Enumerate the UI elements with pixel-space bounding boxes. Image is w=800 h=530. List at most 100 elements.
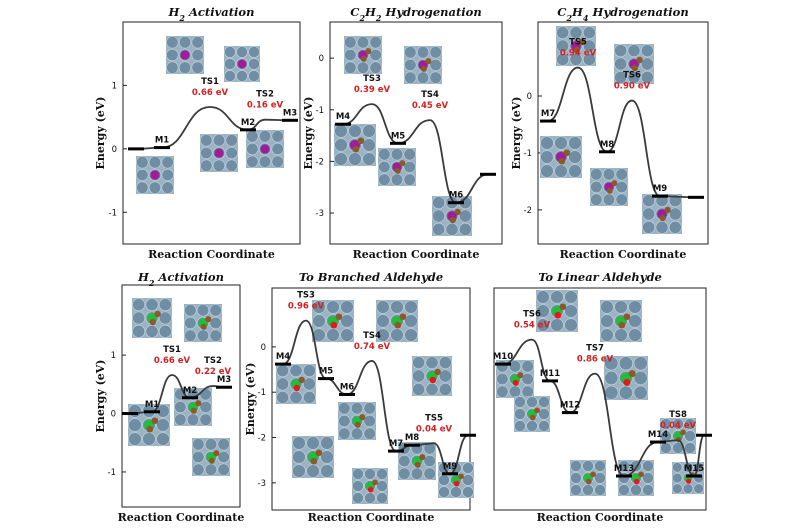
adsorbate-atom bbox=[419, 454, 426, 461]
slab-atom bbox=[642, 194, 656, 208]
slab-atom bbox=[450, 486, 462, 498]
plot-frame bbox=[122, 21, 301, 245]
ts-label: TS3 bbox=[363, 74, 381, 84]
y-tick-label: -3 bbox=[258, 479, 266, 489]
slab-atom bbox=[166, 48, 179, 62]
barrier-label: 0.22 eV bbox=[195, 367, 232, 377]
adsorbate-atom bbox=[554, 311, 562, 319]
slab-atom bbox=[655, 220, 669, 234]
slab-atom bbox=[429, 71, 442, 84]
barrier-label: 0.54 eV bbox=[514, 321, 551, 331]
y-axis-label: Energy (eV) bbox=[302, 96, 315, 169]
slab-atom bbox=[432, 196, 446, 210]
slab-atom bbox=[192, 463, 205, 476]
slab-atom bbox=[248, 46, 260, 58]
slab-atom bbox=[582, 39, 596, 53]
slab-atom bbox=[554, 136, 568, 150]
slab-atom bbox=[627, 70, 641, 84]
slab-atom bbox=[276, 364, 290, 378]
slab-atom bbox=[672, 462, 683, 473]
adsorbate-atom bbox=[611, 180, 618, 187]
slab-atom bbox=[614, 57, 628, 71]
slab-atom bbox=[600, 314, 614, 328]
slab-atom bbox=[538, 420, 550, 432]
structure-image bbox=[312, 300, 354, 342]
slab-atom bbox=[258, 155, 272, 168]
structure-image bbox=[166, 36, 204, 74]
structure-image bbox=[570, 460, 606, 496]
slab-atom bbox=[390, 148, 404, 161]
structure-image bbox=[556, 26, 596, 66]
slab-atom bbox=[496, 360, 509, 373]
y-tick-label: -2 bbox=[524, 206, 532, 216]
slab-atom bbox=[209, 304, 222, 317]
x-axis-label: Reaction Coordinate bbox=[560, 248, 687, 261]
slab-atom bbox=[684, 418, 696, 430]
slab-atom bbox=[618, 356, 634, 371]
adsorbate-atom bbox=[425, 58, 432, 65]
slab-atom bbox=[246, 155, 259, 168]
slab-atom bbox=[362, 124, 376, 138]
slab-atom bbox=[248, 70, 260, 82]
slab-atom bbox=[615, 168, 628, 181]
slab-atom bbox=[568, 164, 582, 178]
slab-atom bbox=[403, 148, 416, 161]
slab-atom bbox=[128, 432, 142, 446]
state-label: M4 bbox=[276, 352, 290, 362]
dopant-atom bbox=[150, 170, 160, 180]
slab-atom bbox=[438, 356, 452, 370]
slab-atom bbox=[276, 390, 290, 404]
slab-atom bbox=[312, 314, 326, 328]
adsorbate-atom bbox=[529, 414, 536, 421]
slab-atom bbox=[403, 160, 416, 174]
x-axis-label: Reaction Coordinate bbox=[537, 511, 664, 524]
slab-atom bbox=[200, 159, 213, 172]
adsorbate-atom bbox=[330, 321, 338, 329]
slab-atom bbox=[458, 209, 472, 223]
slab-atom bbox=[521, 385, 534, 398]
adsorbate-atom bbox=[146, 425, 154, 433]
slab-atom bbox=[184, 304, 197, 317]
slab-atom bbox=[369, 61, 382, 74]
adsorbate-atom bbox=[429, 376, 436, 384]
slab-atom bbox=[614, 70, 628, 84]
slab-atom bbox=[582, 52, 596, 66]
barrier-label: 0.96 eV bbox=[288, 302, 325, 312]
structure-image bbox=[536, 290, 578, 332]
chart-title: C2H4 Hydrogenation bbox=[557, 5, 688, 23]
slab-atom bbox=[642, 484, 654, 496]
slab-atom bbox=[423, 454, 436, 468]
slab-atom bbox=[564, 318, 578, 332]
slab-atom bbox=[604, 356, 619, 371]
slab-atom bbox=[246, 142, 259, 156]
slab-atom bbox=[156, 418, 170, 432]
adsorbate-atom bbox=[372, 479, 378, 486]
slab-atom bbox=[320, 450, 334, 464]
slab-atom bbox=[148, 156, 162, 169]
slab-atom bbox=[161, 181, 174, 194]
dopant-atom bbox=[214, 148, 224, 158]
chart-title: C2H2 Hydrogenation bbox=[350, 5, 481, 23]
ts-label: TS2 bbox=[204, 356, 222, 366]
slab-atom bbox=[156, 432, 170, 446]
slab-atom bbox=[672, 483, 683, 494]
state-label: M3 bbox=[217, 375, 231, 385]
adsorbate-atom bbox=[352, 145, 360, 153]
adsorbate-atom bbox=[623, 378, 631, 386]
slab-atom bbox=[338, 427, 351, 440]
structure-image bbox=[496, 360, 534, 398]
adsorbate-atom bbox=[310, 457, 318, 465]
adsorbate-atom bbox=[420, 65, 427, 72]
energy-curve bbox=[502, 338, 705, 477]
slab-atom bbox=[682, 483, 694, 494]
slab-atom bbox=[348, 152, 362, 166]
slab-atom bbox=[212, 159, 226, 172]
adsorbate-atom bbox=[357, 137, 365, 145]
ts-label: TS8 bbox=[669, 410, 687, 420]
state-label: M9 bbox=[443, 462, 457, 472]
y-axis-label: Energy (eV) bbox=[94, 359, 107, 432]
slab-atom bbox=[132, 298, 146, 312]
slab-atom bbox=[514, 408, 526, 420]
adsorbate-atom bbox=[414, 461, 421, 468]
